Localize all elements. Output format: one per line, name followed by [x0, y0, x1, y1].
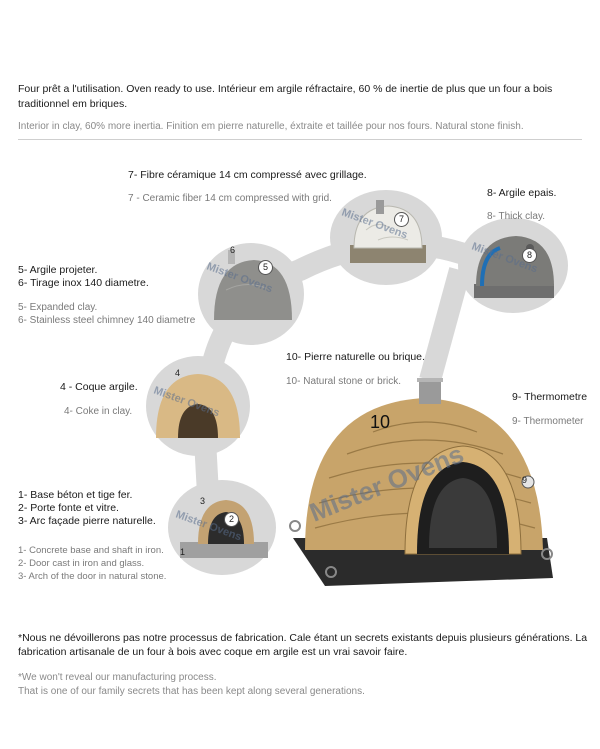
step-number-6: 6 — [230, 245, 236, 255]
step-8-label-en: 8- Thick clay. — [487, 211, 545, 222]
step-3-label-fr: 3- Arc façade pierre naturelle. — [18, 515, 156, 527]
step-5-label-en: 5- Expanded clay. — [18, 302, 98, 313]
step-1-label-fr: 1- Base béton et tige fer. — [18, 489, 133, 501]
oven-clay-shell-image — [156, 374, 240, 438]
step-number-5: 5 — [258, 260, 273, 275]
step-2-label-en: 2- Door cast in iron and glass. — [18, 558, 145, 569]
footer-note-en-line: That is one of our family secrets that h… — [18, 686, 365, 697]
divider — [18, 139, 582, 140]
oven-expanded-clay-image — [214, 250, 292, 320]
step-1-label-en: 1- Concrete base and shaft in iron. — [18, 545, 164, 556]
step-9-label-fr: 9- Thermometre — [512, 391, 588, 403]
step-3-label-en: 3- Arch of the door in natural stone. — [18, 571, 167, 582]
step-7-label-en: 7 - Ceramic fiber 14 cm compressed with … — [128, 193, 332, 204]
step-10-label-fr: 10- Pierre naturelle ou brique. — [286, 351, 425, 363]
step-6-label-fr: 6- Tirage inox 140 diametre. — [18, 277, 149, 289]
step-10-label-en: 10- Natural stone or brick. — [286, 376, 402, 387]
step-9-label-en: 9- Thermometer — [512, 416, 584, 427]
step-5-label-fr: 5- Argile projeter. — [18, 264, 98, 276]
step-6-label-en: 6- Stainless steel chimney 140 diametre — [18, 315, 196, 326]
step-7-label-fr: 7- Fibre céramique 14 cm compressé avec … — [128, 169, 367, 181]
step-4-label-fr: 4 - Coque argile. — [60, 381, 138, 393]
footer-note-en-line: *We won't reveal our manufacturing proce… — [18, 672, 217, 683]
step-number-9: 9 — [522, 475, 528, 485]
step-number-1: 1 — [180, 547, 186, 557]
step-number-4: 4 — [175, 368, 181, 378]
step-2-label-fr: 2- Porte fonte et vitre. — [18, 502, 119, 514]
step-number-3: 3 — [200, 496, 206, 506]
footer-note-fr: *Nous ne dévoillerons pas notre processu… — [18, 632, 588, 658]
intro-text-fr: Four prêt a l'utilisation. Oven ready to… — [18, 83, 553, 110]
intro-text-en: Interior in clay, 60% more inertia. Fini… — [18, 121, 524, 132]
step-number-10: 10 — [370, 412, 391, 432]
step-8-label-fr: 8- Argile epais. — [487, 187, 557, 199]
footer-note-en: *We won't reveal our manufacturing proce… — [18, 671, 588, 699]
finished-oven-image — [289, 378, 553, 586]
step-number-7: 7 — [394, 212, 409, 227]
step-4-label-en: 4- Coke in clay. — [64, 406, 133, 417]
step-number-2: 2 — [224, 512, 239, 527]
step-number-8: 8 — [522, 248, 537, 263]
